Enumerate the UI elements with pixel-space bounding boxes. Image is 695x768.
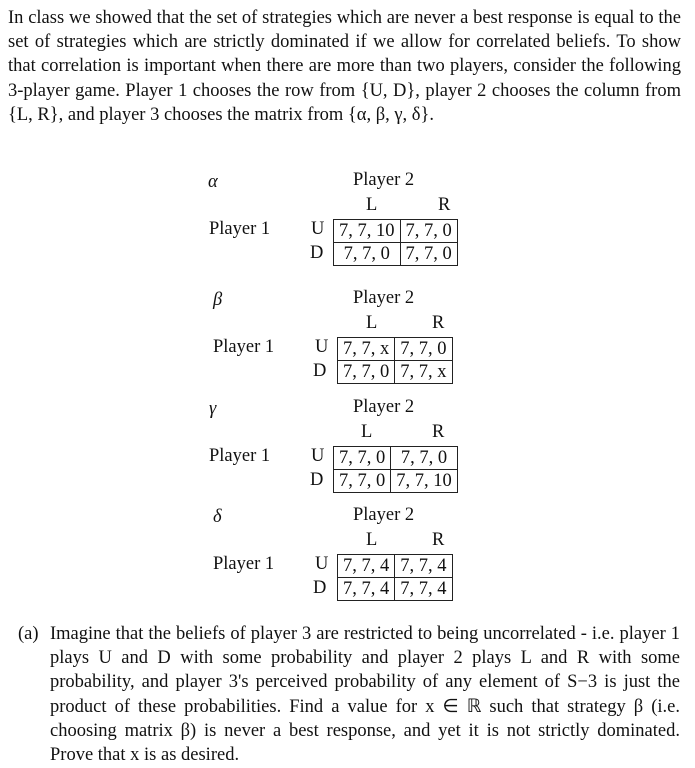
matrix-delta: δ Player 2 L R Player 1 U D 7, 7, 4 7, 7… <box>0 505 695 615</box>
payoff-table: 7, 7, 10 7, 7, 0 7, 7, 0 7, 7, 0 <box>333 219 458 266</box>
row-label-D: D <box>313 578 327 598</box>
column-label-R: R <box>432 530 445 550</box>
player1-label: Player 1 <box>209 219 271 239</box>
payoff-cell-UL: 7, 7, 10 <box>333 219 401 243</box>
matrix-symbol: α <box>208 172 218 192</box>
player2-label: Player 2 <box>353 288 415 308</box>
payoff-cell-UR: 7, 7, 0 <box>390 446 458 470</box>
row-label-U: U <box>311 219 325 239</box>
part-a-label: (a) <box>18 624 39 644</box>
payoff-cell-UL: 7, 7, 4 <box>336 554 396 578</box>
payoff-cell-UR: 7, 7, 4 <box>394 554 453 578</box>
matrix-alpha: α Player 2 L R Player 1 U D 7, 7, 10 7, … <box>0 170 695 280</box>
player1-label: Player 1 <box>213 554 275 574</box>
column-label-L: L <box>361 422 373 442</box>
matrix-symbol: δ <box>213 507 222 527</box>
column-label-L: L <box>366 530 378 550</box>
column-label-R: R <box>432 313 445 333</box>
payoff-cell-DL: 7, 7, 0 <box>332 469 392 493</box>
row-label-D: D <box>313 361 327 381</box>
payoff-cell-UR: 7, 7, 0 <box>399 219 458 243</box>
payoff-cell-DL: 7, 7, 4 <box>336 577 396 601</box>
problem-intro: In class we showed that the set of strat… <box>8 8 681 125</box>
row-label-U: U <box>315 554 329 574</box>
player1-label: Player 1 <box>209 446 271 466</box>
matrix-symbol: β <box>213 290 223 310</box>
payoff-cell-DR: 7, 7, x <box>394 360 453 384</box>
column-label-L: L <box>366 313 378 333</box>
payoff-cell-DR: 7, 7, 0 <box>399 242 458 266</box>
payoff-cell-DL: 7, 7, 0 <box>333 242 401 266</box>
payoff-cell-UR: 7, 7, 0 <box>394 337 453 361</box>
row-label-U: U <box>315 337 329 357</box>
payoff-cell-DR: 7, 7, 4 <box>394 577 453 601</box>
payoff-cell-DL: 7, 7, 0 <box>336 360 396 384</box>
matrix-beta: β Player 2 L R Player 1 U D 7, 7, x 7, 7… <box>0 288 695 398</box>
payoff-table: 7, 7, 0 7, 7, 0 7, 7, 0 7, 7, 10 <box>332 446 458 493</box>
payoff-table: 7, 7, x 7, 7, 0 7, 7, 0 7, 7, x <box>336 337 453 384</box>
matrix-gamma: γ Player 2 L R Player 1 U D 7, 7, 0 7, 7… <box>0 397 695 507</box>
payoff-cell-UL: 7, 7, x <box>336 337 396 361</box>
column-label-R: R <box>432 422 445 442</box>
row-label-D: D <box>310 470 324 490</box>
player2-label: Player 2 <box>353 170 415 190</box>
player2-label: Player 2 <box>353 505 415 525</box>
payoff-table: 7, 7, 4 7, 7, 4 7, 7, 4 7, 7, 4 <box>336 554 453 601</box>
player1-label: Player 1 <box>213 337 275 357</box>
column-label-L: L <box>366 195 378 215</box>
payoff-cell-DR: 7, 7, 10 <box>390 469 458 493</box>
player2-label: Player 2 <box>353 397 415 417</box>
row-label-D: D <box>310 243 324 263</box>
column-label-R: R <box>438 195 451 215</box>
part-a-text: Imagine that the beliefs of player 3 are… <box>50 624 680 766</box>
row-label-U: U <box>311 446 325 466</box>
matrix-symbol: γ <box>209 399 217 419</box>
payoff-cell-UL: 7, 7, 0 <box>332 446 392 470</box>
